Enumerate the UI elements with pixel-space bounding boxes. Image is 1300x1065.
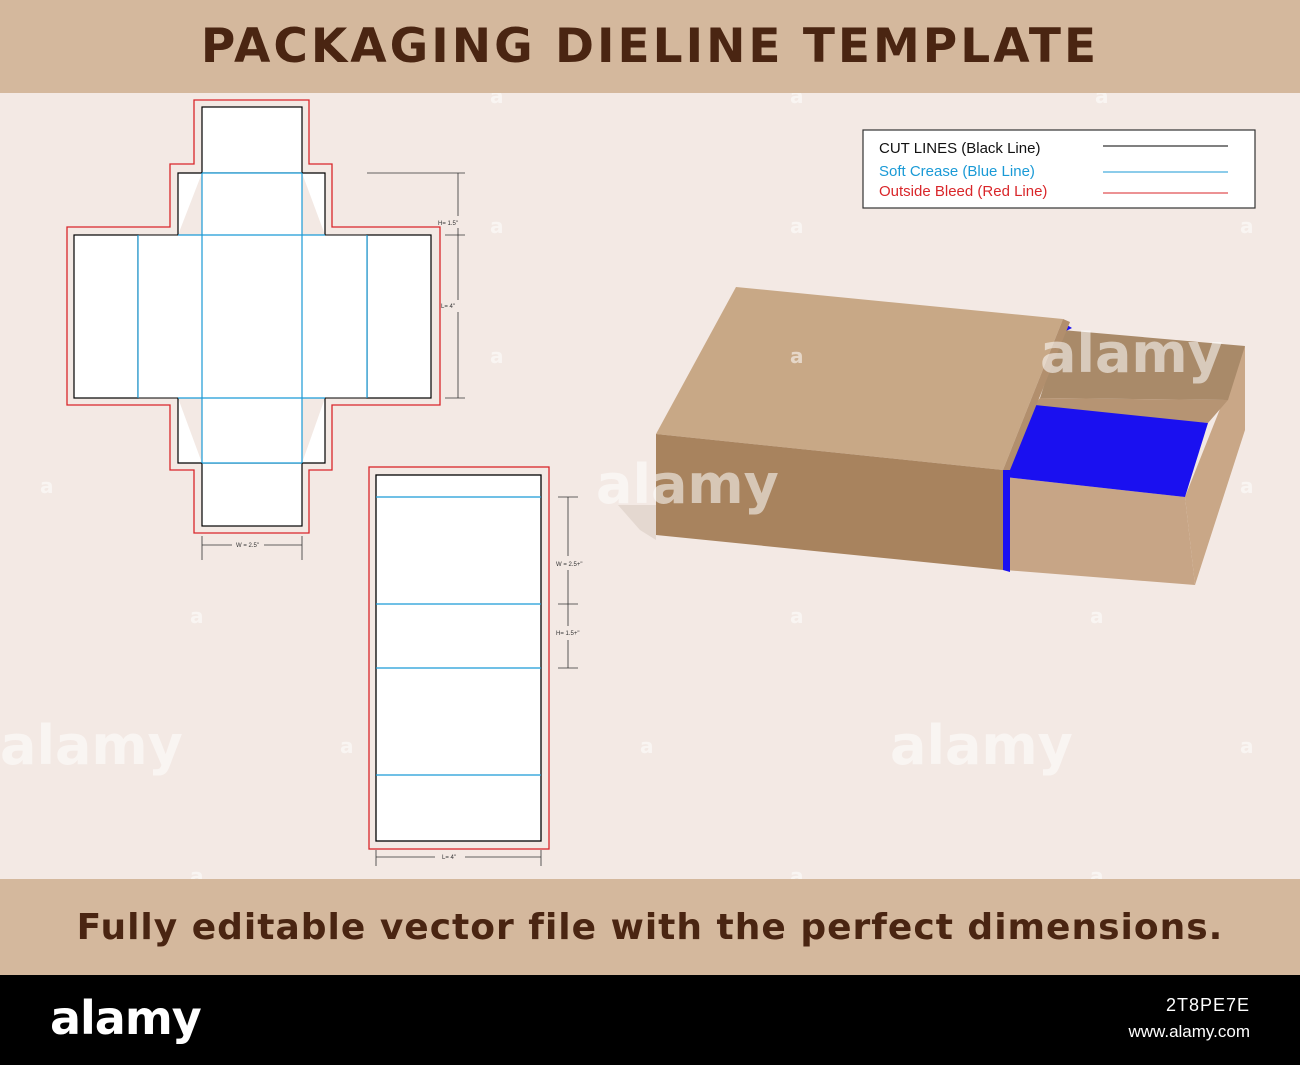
alamy-logo: alamy <box>50 991 202 1045</box>
drawer-back-wall <box>1040 330 1245 400</box>
drawer-left-wall <box>1030 398 1228 423</box>
sleeve-height-label: H= 1.5+" <box>556 631 579 637</box>
sleeve-end-edge <box>1003 468 1010 572</box>
watermark-word: alamy <box>596 453 779 516</box>
watermark-mark: a <box>490 214 504 238</box>
tray-crease-lines <box>137 172 368 464</box>
sleeve-top-face <box>656 287 1063 470</box>
sleeve-crease-lines <box>376 496 541 776</box>
tray-length-label: L= 4" <box>441 304 455 310</box>
drawer-inner-tray <box>1005 405 1208 497</box>
watermark-mark: a <box>1090 864 1104 879</box>
footer-tagline: Fully editable vector file with the perf… <box>76 906 1224 948</box>
diagram-canvas: H= 1.5" L= 4" W = 2.5" <box>0 93 1300 879</box>
watermark-word: alamy <box>890 714 1073 777</box>
watermark-mark: a <box>790 344 804 368</box>
tray-dieline <box>66 99 441 534</box>
tray-right-wall <box>366 234 432 399</box>
sleeve-length-label: L= 4" <box>442 855 456 861</box>
tray-upper-glue-flaps <box>177 172 326 235</box>
brand-bar: alamy 2T8PE7E www.alamy.com <box>0 975 1300 1065</box>
watermark-mark: a <box>790 214 804 238</box>
drawer-top-rim <box>1003 319 1070 470</box>
watermark-mark: a <box>790 864 804 879</box>
sleeve-dimension-lines <box>375 496 578 866</box>
watermark-word: alamy <box>1040 322 1223 385</box>
tray-bottom-flap <box>201 462 303 527</box>
sleeve-width-label: W = 2.5+" <box>556 562 582 568</box>
watermark-mark: a <box>1240 474 1254 498</box>
tray-height-label: H= 1.5" <box>438 221 458 227</box>
tray-upper-side <box>201 172 303 236</box>
watermark-word: alamy <box>0 714 183 777</box>
drawer-front-face <box>1005 477 1195 585</box>
watermark-mark: a <box>40 474 54 498</box>
tray-left-inner <box>137 234 203 399</box>
image-id: 2T8PE7E <box>1165 995 1250 1015</box>
sleeve-front-face <box>656 434 1003 570</box>
footer-banner: Fully editable vector file with the perf… <box>0 879 1300 975</box>
page-title: PACKAGING DIELINE TEMPLATE <box>200 19 1100 74</box>
tray-base-panel <box>201 234 303 399</box>
tray-top-flap <box>201 106 303 174</box>
watermark-mark: a <box>790 604 804 628</box>
legend-crease-label: Soft Crease (Blue Line) <box>879 163 1035 180</box>
watermark-mark: a <box>190 864 204 879</box>
sleeve-cut-outline <box>375 474 542 842</box>
box-drop-shadow <box>618 505 656 540</box>
box-mockup-3d <box>618 287 1245 585</box>
tray-right-inner <box>301 234 368 399</box>
tray-lower-side <box>201 397 303 464</box>
legend-box <box>862 129 1256 209</box>
watermark-mark: a <box>340 734 354 758</box>
tray-lower-glue-flaps <box>177 398 326 464</box>
image-credit: 2T8PE7E www.alamy.com <box>1128 995 1250 1042</box>
watermark-mark: a <box>640 734 654 758</box>
legend-bleed-label: Outside Bleed (Red Line) <box>879 183 1047 200</box>
watermark-layer: alamy alamy alamy alamy a a a a a a a a … <box>0 93 1254 879</box>
watermark-mark: a <box>490 93 504 108</box>
watermark-mark: a <box>490 344 504 368</box>
dieline-svg: H= 1.5" L= 4" W = 2.5" <box>0 93 1256 879</box>
tray-left-wall <box>73 234 139 399</box>
legend-cut-label: CUT LINES (Black Line) <box>879 140 1040 157</box>
tray-bleed-outline <box>66 99 441 534</box>
watermark-mark: a <box>1090 604 1104 628</box>
watermark-mark: a <box>1095 93 1109 108</box>
site-url: www.alamy.com <box>1128 1022 1250 1041</box>
tray-dimension-lines <box>201 172 465 560</box>
watermark-mark: a <box>490 604 504 628</box>
sleeve-bleed-outline <box>368 466 550 850</box>
watermark-mark: a <box>1240 734 1254 758</box>
line-legend: CUT LINES (Black Line) Soft Crease (Blue… <box>862 129 1256 209</box>
watermark-mark: a <box>1240 214 1254 238</box>
watermark-mark: a <box>190 604 204 628</box>
watermark-mark: a <box>790 93 804 108</box>
sleeve-dieline <box>368 466 550 850</box>
header-banner: PACKAGING DIELINE TEMPLATE <box>0 0 1300 93</box>
tray-width-label: W = 2.5" <box>236 543 259 549</box>
drawer-right-side <box>1185 346 1245 585</box>
